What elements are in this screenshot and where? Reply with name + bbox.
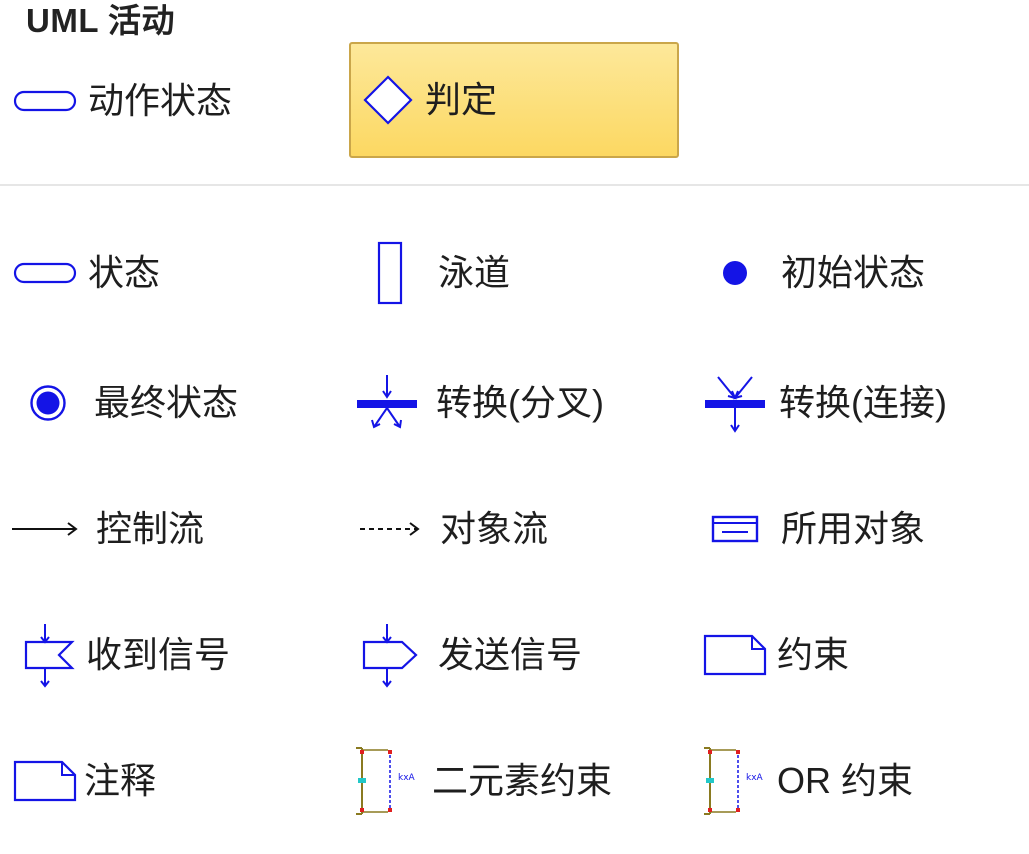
shape-decision[interactable]: 判定 [349,42,679,158]
shape-note[interactable]: 注释 [8,746,338,816]
rounded-rect-icon [8,238,82,308]
swimlane-icon [350,238,430,308]
shape-join[interactable]: 转换(连接) [695,368,1025,438]
svg-text:kxA: kxA [746,773,764,783]
two-element-constraint-icon: kxA [350,746,424,816]
shape-receive-signal[interactable]: 收到信号 [8,620,338,690]
rounded-rect-icon [8,66,82,136]
shape-two-element-constraint[interactable]: kxA 二元素约束 [350,746,680,816]
shape-label: 控制流 [96,508,205,549]
or-constraint-icon: kxA [695,746,775,816]
receive-signal-icon [8,620,82,690]
shape-object-flow[interactable]: 对象流 [350,494,680,564]
shape-action-state[interactable]: 动作状态 [8,66,338,136]
solid-arrow-icon [8,494,82,564]
shape-label: 状态 [88,252,161,293]
join-bar-icon [695,368,775,438]
shape-fork[interactable]: 转换(分叉) [350,368,680,438]
shape-label: 最终状态 [94,382,239,423]
shape-label: 所用对象 [781,508,926,549]
section-divider [0,184,1029,186]
bullseye-icon [8,368,88,438]
fork-bar-icon [350,368,424,438]
send-signal-icon [350,620,424,690]
dashed-arrow-icon [350,494,424,564]
shape-initial-state[interactable]: 初始状态 [695,238,1025,308]
shape-label: 初始状态 [781,252,926,293]
object-icon [695,494,775,564]
shape-constraint[interactable]: 约束 [695,620,1025,690]
shape-label: 转换(连接) [779,382,947,423]
svg-text:kxA: kxA [398,773,416,783]
note-icon [8,746,82,816]
shape-label: 判定 [425,79,498,120]
diamond-icon [351,44,425,156]
note-icon [695,620,775,690]
shape-label: 泳道 [438,252,511,293]
shape-label: 二元素约束 [432,760,613,801]
shape-label: 转换(分叉) [436,382,604,423]
shape-swimlane[interactable]: 泳道 [350,238,680,308]
shape-object-in-state[interactable]: 所用对象 [695,494,1025,564]
shape-label: 注释 [84,760,157,801]
shape-label: 对象流 [440,508,549,549]
shape-label: 收到信号 [86,634,231,675]
shape-final-state[interactable]: 最终状态 [8,368,338,438]
shape-label: 动作状态 [88,80,233,121]
shape-send-signal[interactable]: 发送信号 [350,620,680,690]
shape-label: 发送信号 [438,634,583,675]
filled-circle-icon [695,238,775,308]
shape-or-constraint[interactable]: kxA OR 约束 [695,746,1025,816]
shape-label: 约束 [777,634,850,675]
section-title: UML 活动 [26,2,176,39]
shape-state[interactable]: 状态 [8,238,338,308]
shape-label: OR 约束 [777,760,914,801]
shape-control-flow[interactable]: 控制流 [8,494,338,564]
